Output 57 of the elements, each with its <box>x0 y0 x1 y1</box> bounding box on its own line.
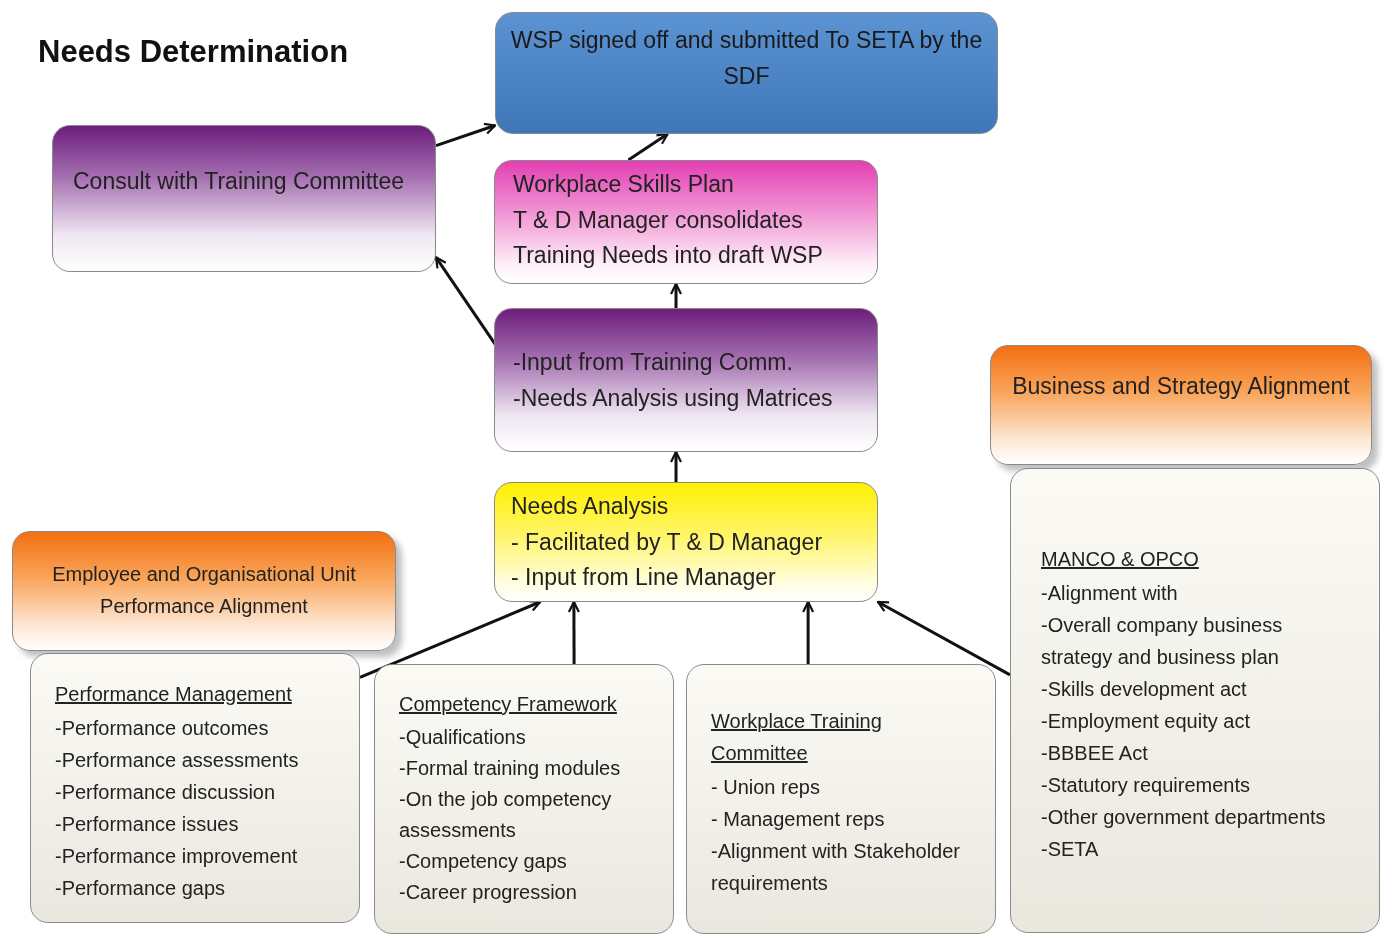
box-heading: Workplace Training Committee <box>711 709 883 766</box>
box-heading: MANCO & OPCO <box>1041 547 1200 572</box>
diagram-title: Needs Determination <box>38 33 349 71</box>
arrow <box>876 600 1011 677</box>
process-box <box>494 482 878 602</box>
box-text: -BBBEE Act <box>1041 741 1149 766</box>
category-box <box>990 345 1372 465</box>
box-text: -Performance discussion <box>55 780 277 805</box>
arrow <box>567 600 580 664</box>
box-heading: Competency Framework <box>399 692 618 717</box>
input-box <box>1010 468 1380 933</box>
box-text: -Skills development act <box>1041 677 1248 702</box>
category-box <box>12 531 396 651</box>
box-text: - Management reps <box>711 807 886 832</box>
box-text: Employee and Organisational Unit Performance Alignment <box>51 562 357 619</box>
box-text: -Performance assessments <box>55 748 300 773</box>
input-box <box>30 653 360 923</box>
input-box <box>374 664 674 934</box>
box-text: -Competency gaps <box>399 849 568 874</box>
box-text: T & D Manager consolidates Training Needs into draft WSP <box>513 205 824 271</box>
box-text: - Facilitated by T & D Manager <box>511 527 824 557</box>
box-text: -Qualifications <box>399 725 527 750</box>
box-text: -Other government departments <box>1041 805 1327 830</box>
arrow <box>359 600 542 679</box>
box-text: WSP signed off and submitted To SETA by the SDF <box>509 26 984 91</box>
box-text: Business and Strategy Alignment <box>1011 372 1351 401</box>
box-text: -Alignment with <box>1041 581 1179 606</box>
box-text: -Career progression <box>399 880 578 905</box>
process-box <box>494 160 878 284</box>
box-text: -On the job competency assessments <box>399 787 613 843</box>
box-text: Consult with Training Committee <box>73 167 406 196</box>
box-text: -Statutory requirements <box>1041 773 1251 798</box>
process-box <box>494 308 878 452</box>
box-text: -Performance issues <box>55 812 240 837</box>
box-text: Workplace Skills Plan <box>513 170 735 199</box>
box-text: -Input from Training Comm. <box>513 348 794 377</box>
box-text: -Formal training modules <box>399 756 622 781</box>
box-text: Needs Analysis <box>511 492 670 521</box>
box-text: - Input from Line Manager <box>511 563 777 593</box>
process-box <box>495 12 998 134</box>
box-heading: Performance Management <box>55 682 293 707</box>
arrow <box>627 132 669 162</box>
box-text: -Performance gaps <box>55 876 227 901</box>
process-box <box>52 125 436 272</box>
arrow <box>669 450 683 482</box>
arrow <box>435 122 497 147</box>
box-text: - Union reps <box>711 775 821 800</box>
arrow <box>802 600 815 664</box>
box-text: -Overall company business strategy and business plan <box>1041 613 1284 670</box>
box-text: -Needs Analysis using Matrices <box>513 383 834 413</box>
arrow <box>669 282 683 308</box>
box-text: -Alignment with Stakeholder requirements <box>711 839 961 896</box>
box-text: -Employment equity act <box>1041 709 1251 734</box>
box-text: -Performance outcomes <box>55 716 270 741</box>
box-text: -SETA <box>1041 837 1100 862</box>
input-box <box>686 664 996 934</box>
box-text: -Performance improvement <box>55 844 299 869</box>
